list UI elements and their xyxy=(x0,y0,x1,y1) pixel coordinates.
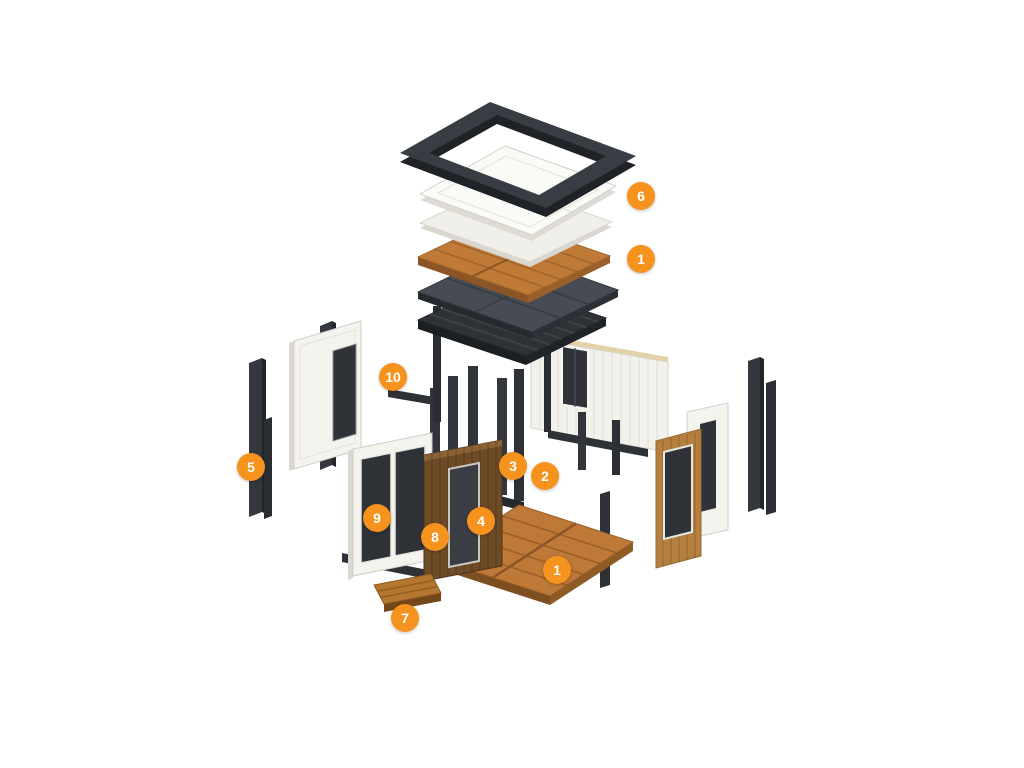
part-badge-1-deck: 1 xyxy=(543,556,571,584)
front-glazed-panel xyxy=(348,432,433,580)
left-wall-window xyxy=(332,343,357,442)
part-badge-2: 2 xyxy=(531,462,559,490)
part-badge-6: 6 xyxy=(627,182,655,210)
part-badge-1-roof: 1 xyxy=(627,245,655,273)
right-corner-posts xyxy=(748,357,776,515)
part-badge-8: 8 xyxy=(421,523,449,551)
part-badge-7: 7 xyxy=(391,604,419,632)
left-wall-panel xyxy=(289,320,362,471)
part-badge-9: 9 xyxy=(363,504,391,532)
support-posts-mid xyxy=(433,306,551,432)
part-badge-3: 3 xyxy=(499,452,527,480)
right-wall-window xyxy=(663,443,693,541)
right-wall-panels xyxy=(655,402,729,569)
part-badge-4: 4 xyxy=(467,507,495,535)
entry-door xyxy=(448,461,480,569)
roof-steel-frame xyxy=(400,102,636,217)
part-badge-5: 5 xyxy=(237,453,265,481)
part-badge-10: 10 xyxy=(379,363,407,391)
mid-frame-beam xyxy=(548,412,648,475)
small-beam xyxy=(388,389,434,405)
